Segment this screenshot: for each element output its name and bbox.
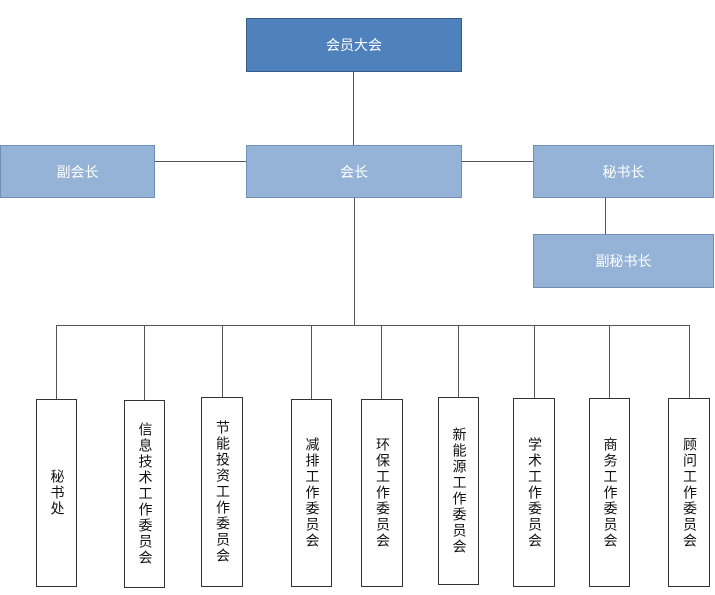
dept-label-secretariat: 秘书处 [48,469,65,517]
dept-box-academic-committee: 学术工作委员会 [513,398,555,587]
president-label: 会长 [340,164,368,181]
dept-box-energy-investment-committee: 节能投资工作委员会 [201,397,243,587]
general-assembly-label: 会员大会 [326,38,382,54]
president-box: 会长 [246,145,462,198]
connector-dept-6 [458,325,459,397]
connector-dept-5 [381,325,382,399]
connector-vice-president [154,161,247,162]
dept-label-new-energy-committee: 新能源工作委员会 [450,427,467,555]
connector-secretary-general [462,161,534,162]
dept-label-it-committee: 信息技术工作委员会 [136,422,153,566]
dept-box-secretariat: 秘书处 [36,399,77,587]
connector-dept-3 [222,325,223,397]
secretary-general-label: 秘书长 [602,164,645,181]
dept-label-environmental-committee: 环保工作委员会 [374,437,390,549]
connector-dept-2 [144,325,145,400]
dept-label-energy-investment-committee: 节能投资工作委员会 [214,420,230,564]
dept-box-it-committee: 信息技术工作委员会 [124,400,165,588]
connector-dept-4 [311,325,312,399]
general-assembly-box: 会员大会 [246,18,462,72]
connector-bus [56,325,690,326]
dept-box-new-energy-committee: 新能源工作委员会 [438,397,479,585]
connector-dept-8 [609,325,610,398]
connector-dept-9 [689,325,690,398]
connector-top-to-president [353,72,354,146]
vice-president-box: 副会长 [0,145,155,198]
secretary-general-box: 秘书长 [533,145,714,198]
dept-label-business-committee: 商务工作委员会 [601,436,618,549]
vice-president-label: 副会长 [56,164,99,181]
dept-label-emission-reduction-committee: 减排工作委员会 [303,437,320,549]
connector-dept-1 [56,325,57,399]
connector-dept-7 [534,325,535,398]
dept-box-advisory-committee: 顾问工作委员会 [668,398,710,587]
dept-label-advisory-committee: 顾问工作委员会 [681,436,697,549]
dept-box-environmental-committee: 环保工作委员会 [361,399,403,587]
deputy-secretary-general-label: 副秘书长 [595,254,652,270]
deputy-secretary-general-box: 副秘书长 [533,234,714,288]
dept-box-emission-reduction-committee: 减排工作委员会 [291,399,332,587]
dept-label-academic-committee: 学术工作委员会 [526,436,542,549]
connector-president-to-bus [354,198,355,325]
dept-box-business-committee: 商务工作委员会 [589,398,630,587]
connector-deputy-secretary [605,198,606,234]
